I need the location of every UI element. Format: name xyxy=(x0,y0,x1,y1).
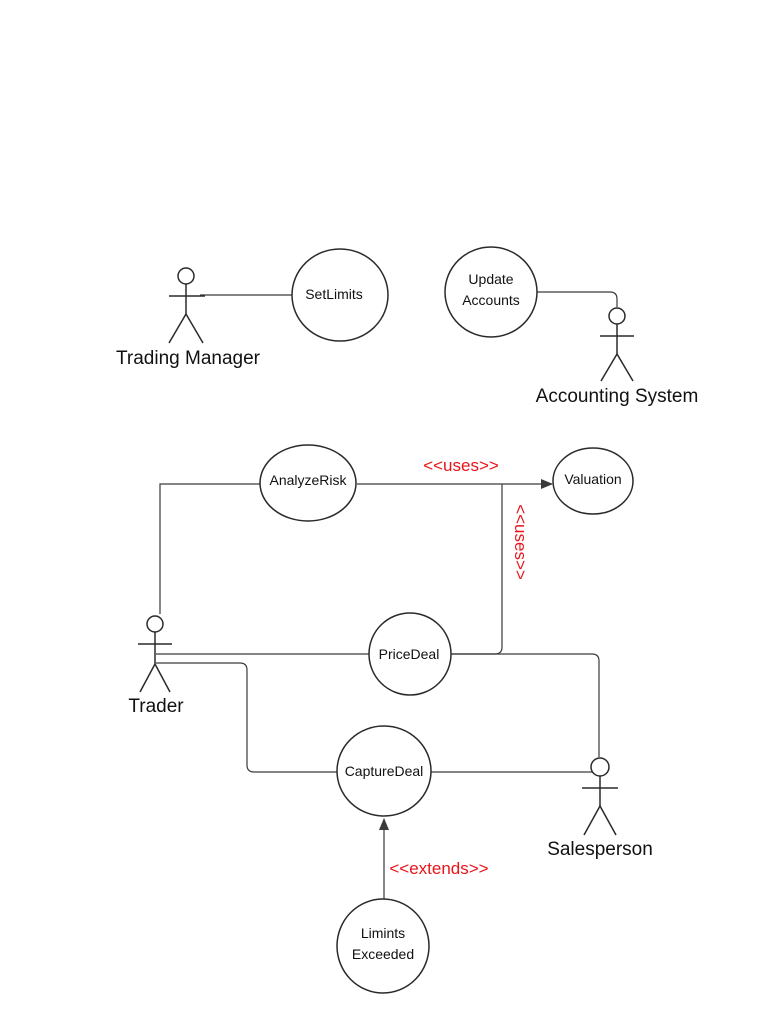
link-pricedeal-salesperson xyxy=(451,653,600,757)
actor-trader-label: Trader xyxy=(128,696,184,717)
link-trader-analyzerisk xyxy=(159,483,260,614)
actor-accounting-system-figure xyxy=(600,307,634,382)
usecase-limits-exceeded xyxy=(336,898,430,994)
actor-trading-manager-figure xyxy=(168,267,205,344)
usecase-limits-exceeded-label-line1: Limints xyxy=(361,925,405,941)
actor-salesperson-figure xyxy=(582,757,618,836)
link-pricedeal-uses xyxy=(451,484,503,655)
stereotype-extends: <<extends>> xyxy=(389,859,488,878)
link-updateaccounts-accounting xyxy=(537,291,618,307)
usecase-analyzerisk-label: AnalyzeRisk xyxy=(269,472,347,488)
usecase-capturedeal xyxy=(336,725,432,817)
link-trader-capturedeal xyxy=(156,662,337,773)
usecase-setlimits xyxy=(291,248,389,342)
usecase-pricedeal-label: PriceDeal xyxy=(379,646,440,662)
usecase-valuation-label: Valuation xyxy=(564,471,621,487)
usecase-update-accounts-label-line2: Accounts xyxy=(462,292,520,308)
usecase-valuation xyxy=(552,447,634,515)
usecase-setlimits-label: SetLimits xyxy=(305,286,363,302)
usecase-update-accounts-label-line1: Update xyxy=(468,271,513,287)
actor-trader-figure xyxy=(138,615,172,693)
usecase-pricedeal xyxy=(368,612,452,696)
usecase-limits-exceeded-label-line2: Exceeded xyxy=(352,946,414,962)
usecase-analyzerisk xyxy=(259,444,357,522)
stereotype-uses-vertical: <<uses>> xyxy=(511,504,530,580)
actor-salesperson-label: Salesperson xyxy=(547,839,653,860)
stereotype-uses-horizontal: <<uses>> xyxy=(423,456,499,475)
usecase-update-accounts xyxy=(444,246,538,338)
actor-trading-manager-label: Trading Manager xyxy=(116,348,261,369)
usecase-capturedeal-label: CaptureDeal xyxy=(345,763,424,779)
actor-accounting-system-label: Accounting System xyxy=(536,386,699,407)
